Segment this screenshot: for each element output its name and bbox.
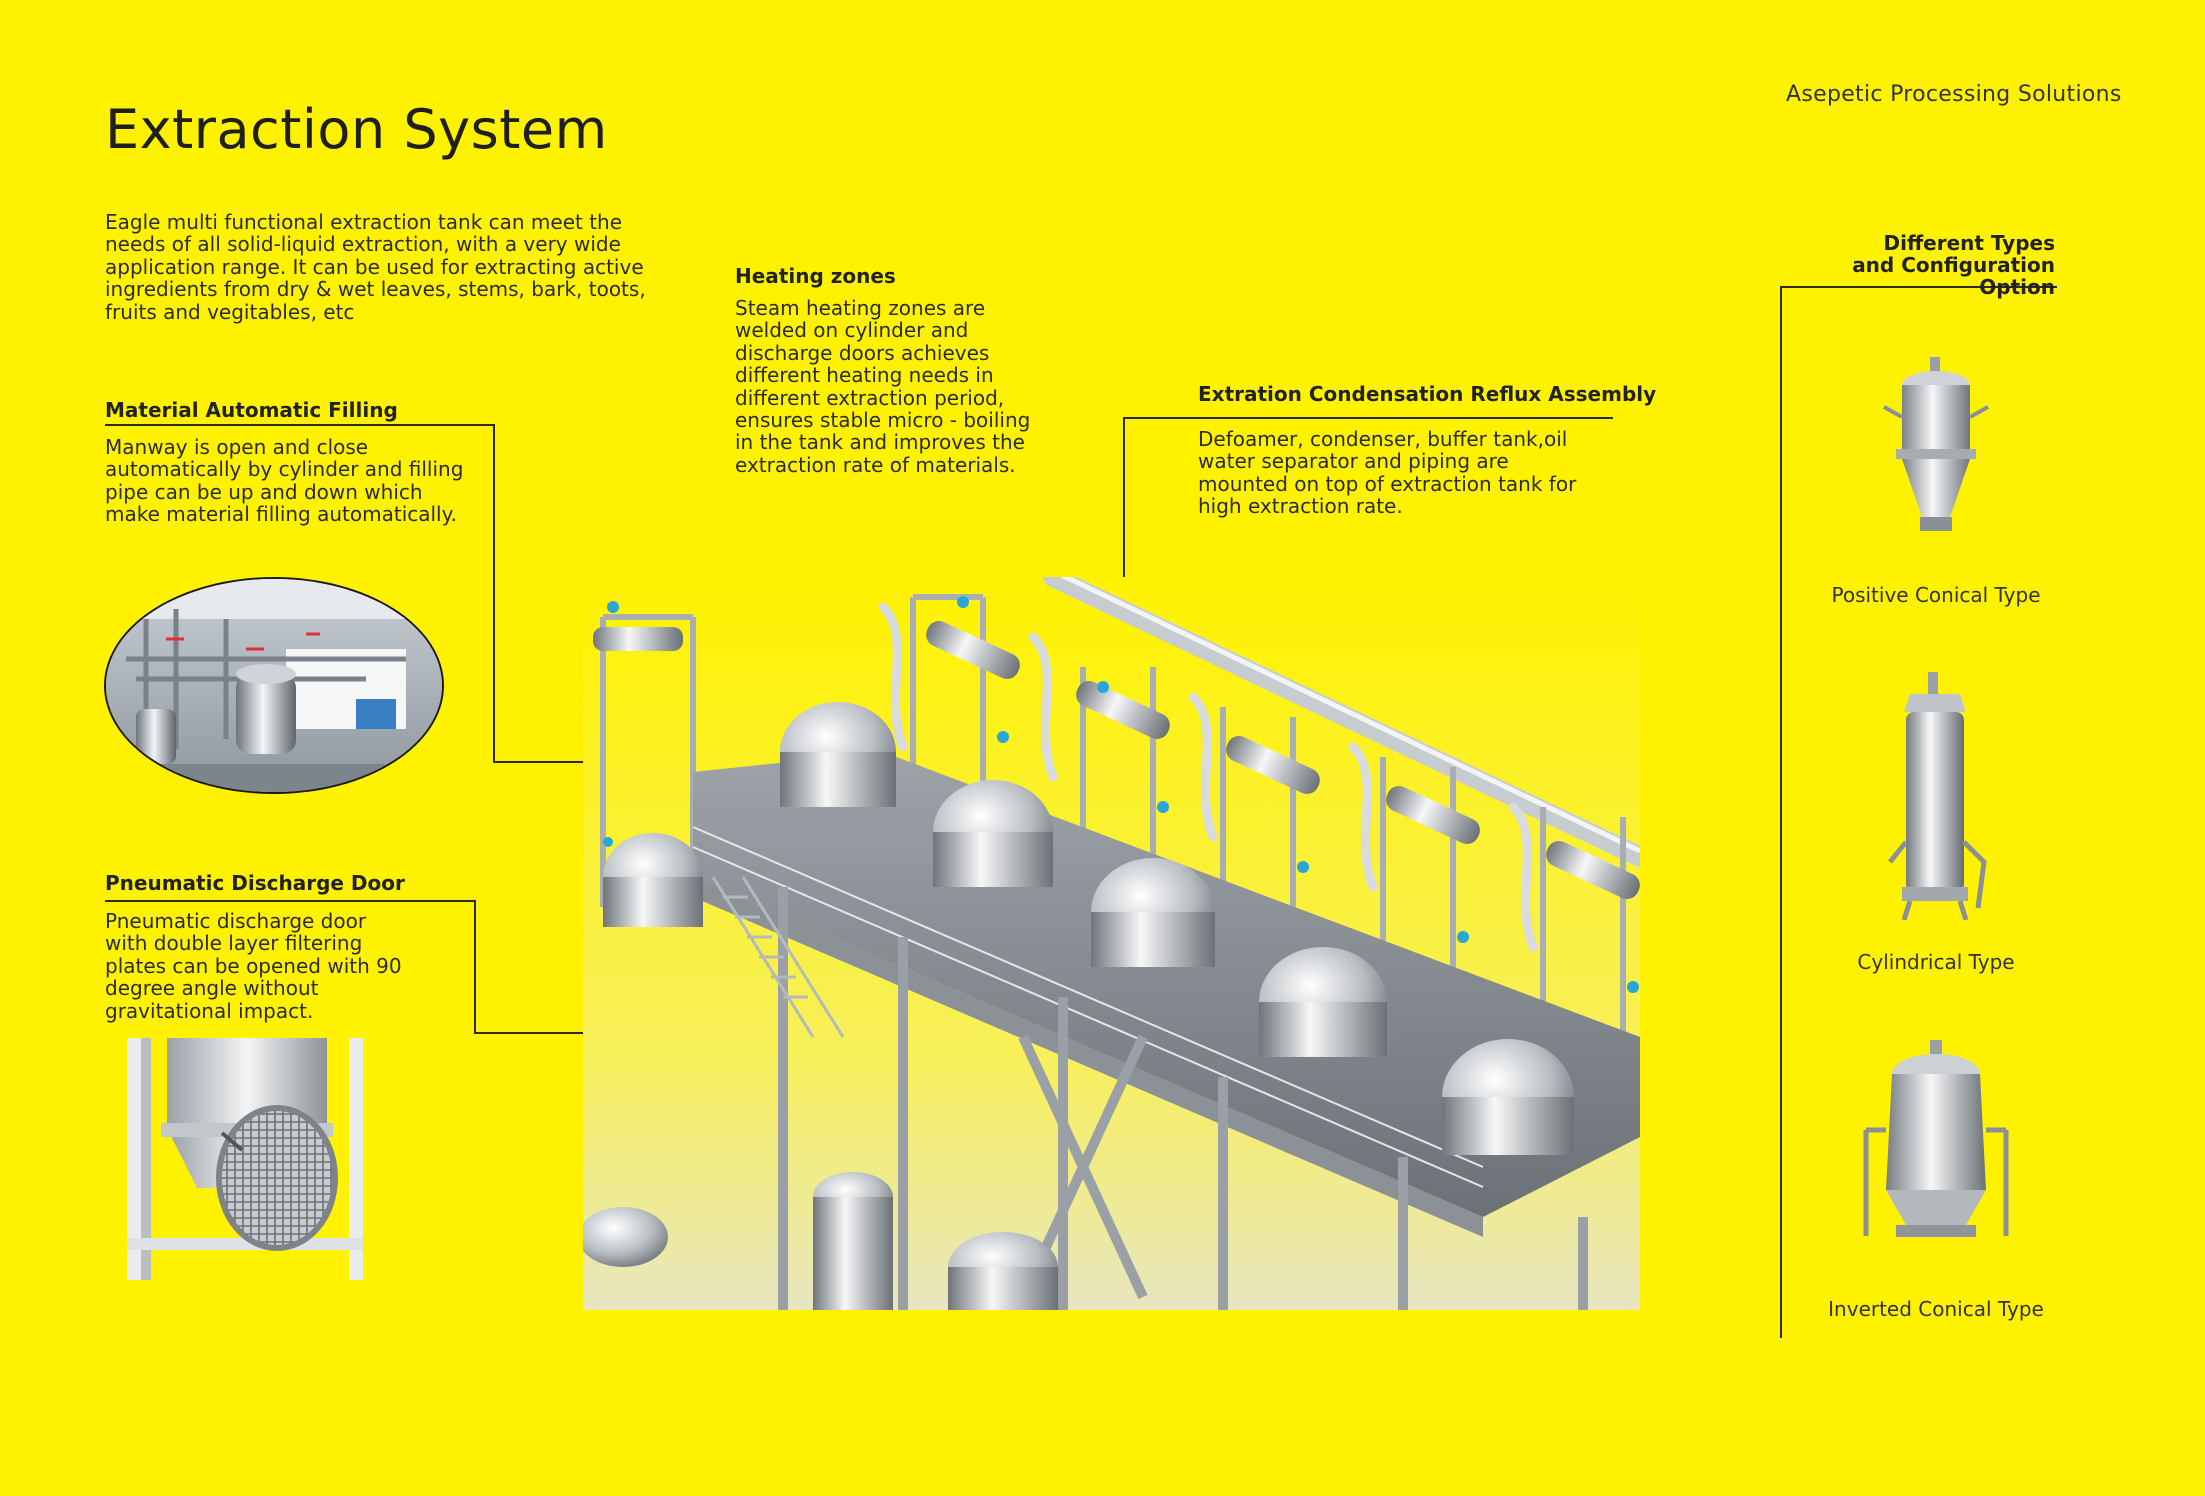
types-heading: Different Types and Configuration Option: [1852, 231, 2055, 299]
filling-heading-rule: [105, 424, 494, 426]
type-label-inverted-conical: Inverted Conical Type: [1828, 1297, 2044, 1321]
types-heading-rule: [1780, 286, 2057, 288]
condensation-heading-rule: [1123, 417, 1613, 419]
filling-heading: Material Automatic Filling: [105, 398, 398, 422]
discharge-heading: Pneumatic Discharge Door: [105, 871, 405, 895]
condensation-heading: Extration Condensation Reflux Assembly: [1198, 382, 1657, 406]
heating-heading: Heating zones: [735, 264, 896, 288]
positive-conical-tank-image: [1880, 357, 1992, 535]
discharge-leader-horizontal: [474, 1032, 670, 1034]
tagline: Asepetic Processing Solutions: [1786, 82, 2122, 107]
type-label-positive-conical: Positive Conical Type: [1831, 583, 2041, 607]
discharge-leader-vertical: [474, 900, 476, 1033]
page-title: Extraction System: [105, 98, 608, 161]
discharge-door-image: [127, 1038, 367, 1280]
condensation-text: Defoamer, condenser, buffer tank,oil wat…: [1198, 427, 1577, 519]
filling-text: Manway is open and close automatically b…: [105, 435, 464, 527]
discharge-text: Pneumatic discharge door with double lay…: [105, 909, 402, 1023]
heating-text: Steam heating zones are welded on cylind…: [735, 296, 1031, 477]
intro-paragraph: Eagle multi functional extraction tank c…: [105, 210, 646, 324]
inverted-conical-tank-image: [1862, 1040, 2010, 1246]
cylindrical-tank-image: [1880, 672, 1990, 920]
filling-photo: [104, 577, 444, 794]
type-label-cylindrical: Cylindrical Type: [1857, 950, 2015, 974]
discharge-heading-rule: [105, 900, 475, 902]
condensation-leader-vertical: [1123, 417, 1125, 657]
extraction-plant-image: [583, 577, 1640, 1310]
filling-leader-vertical: [493, 424, 495, 762]
types-column-rule: [1780, 286, 1782, 1338]
